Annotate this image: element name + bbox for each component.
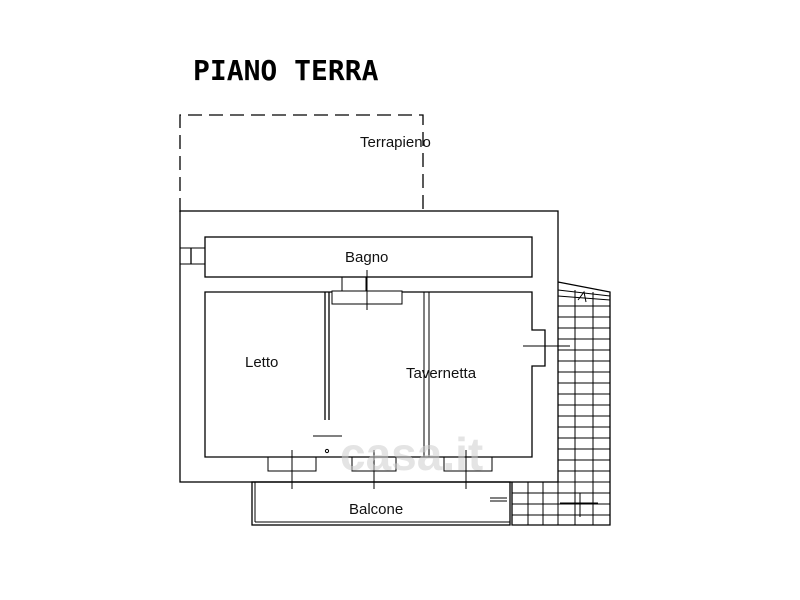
room-bagno	[204, 236, 533, 310]
room-label-balcone: Balcone	[349, 501, 403, 518]
room-label-bagno: Bagno	[345, 249, 388, 266]
watermark: casa.it	[340, 428, 483, 480]
room-tavernetta	[423, 292, 570, 457]
room-label-tavernetta: Tavernetta	[406, 365, 477, 382]
plan-title: PIANO TERRA	[193, 54, 379, 87]
staircase	[511, 281, 611, 526]
balcony	[251, 481, 511, 526]
room-letto	[204, 291, 546, 458]
room-label-letto: Letto	[245, 354, 278, 371]
room-label-terrapieno: Terrapieno	[360, 134, 431, 151]
terrapieno-area	[179, 114, 424, 212]
